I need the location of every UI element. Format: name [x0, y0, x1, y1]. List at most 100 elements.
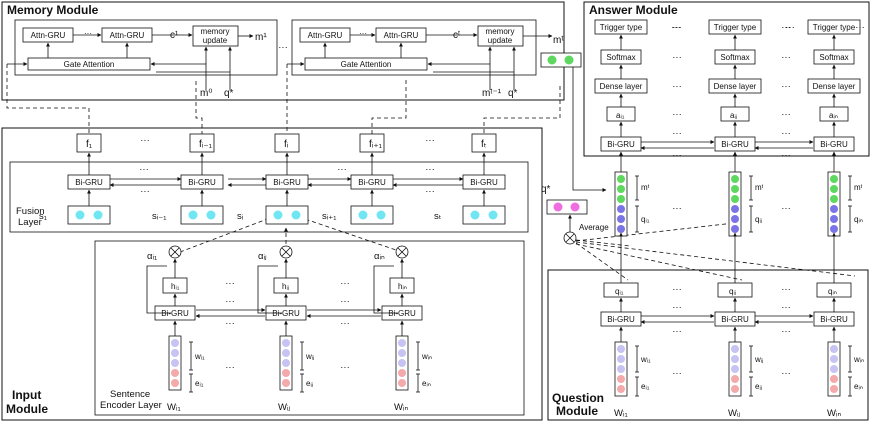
- fact-label: fₜ: [481, 139, 487, 150]
- fusion-columns: f₁Bi-GRUs₁fᵢ₋₁Bi-GRUsᵢ₋₁fᵢBi-GRUsᵢfᵢ₊₁Bi…: [39, 133, 506, 225]
- ellipsis: ···: [672, 326, 682, 337]
- bi-gru-block-label: Bi-GRU: [388, 309, 416, 318]
- question-word-vector-dot: [617, 365, 625, 373]
- ellipsis: ···: [425, 164, 435, 175]
- word-label: Wᵢⱼ: [278, 402, 290, 413]
- ellipsis: ···: [425, 135, 435, 146]
- fact-label: fᵢ₋₁: [199, 139, 213, 150]
- ellipsis: ···: [781, 81, 791, 92]
- memory-episode-t: Attn-GRU ··· Attn-GRU memory update cᵗ G…: [287, 19, 537, 99]
- memory-question-vector-dot: [830, 175, 838, 183]
- ellipsis: ···: [781, 326, 791, 337]
- question-word-vector-dot: [830, 345, 838, 353]
- sentence-vector-dot: [75, 210, 85, 220]
- ellipsis: ···: [781, 22, 791, 33]
- question-word-vector-dot: [617, 355, 625, 363]
- softmax-block-label: Softmax: [606, 53, 635, 62]
- ellipsis: ···: [672, 150, 682, 161]
- entity-embedding-label: eᵢₙ: [422, 379, 431, 388]
- question-hidden-label: qᵢ₁: [615, 287, 624, 296]
- word-embedding-label: wᵢₙ: [853, 355, 864, 364]
- ellipsis: ···: [781, 203, 791, 214]
- entity-embedding-label: eᵢ₁: [195, 379, 204, 388]
- ellipsis: ···: [672, 22, 682, 33]
- memory-label: mᵗ: [755, 183, 764, 192]
- multiply-icon-stroke: [397, 247, 407, 257]
- bi-gru-block-label: Bi-GRU: [820, 140, 848, 149]
- svg-text:q*: q*: [541, 184, 551, 195]
- ellipsis: ···: [425, 186, 435, 197]
- question-module-title: Question: [552, 391, 604, 405]
- memory-question-vector-dot: [731, 185, 739, 193]
- ellipsis: ···: [337, 164, 347, 175]
- dense-layer-block-label: Dense layer: [714, 82, 757, 91]
- attention-weight-label: αᵢ₁: [147, 251, 157, 262]
- question-word-vector-dot: [830, 365, 838, 373]
- sentence-label: sᵢ₋₁: [152, 211, 166, 222]
- svg-text:···: ···: [278, 42, 288, 53]
- sentence-vector-dot: [188, 210, 198, 220]
- word-vector-dot: [282, 339, 290, 347]
- sentence-encoder-columns: αᵢ₁hᵢ₁Bi-GRUwᵢ₁eᵢ₁Wᵢ₁αᵢⱼhᵢⱼBi-GRUwᵢⱼeᵢⱼW…: [146, 245, 432, 413]
- sentence-vector: [265, 205, 309, 225]
- svg-text:···: ···: [84, 29, 92, 38]
- residual-arrow: [257, 265, 282, 314]
- fusion-layer-label: Fusion: [16, 206, 45, 217]
- ellipsis: ···: [671, 22, 681, 33]
- question-label: qᵢⱼ: [755, 215, 762, 224]
- word-embedding-label: wᵢ₁: [640, 355, 651, 364]
- svg-text:m⁰: m⁰: [200, 88, 212, 99]
- sentence-encoder-label: Sentence: [110, 389, 150, 400]
- gate-attention-block: Gate Attention: [64, 60, 115, 69]
- trigger-type-block: [708, 19, 762, 35]
- memory-question-vector-dot: [830, 195, 838, 203]
- memory-question-vector-dot: [830, 225, 838, 233]
- dense-layer-block-label: Dense layer: [813, 82, 856, 91]
- memory-update-block: memory: [201, 27, 230, 36]
- ellipsis: ···: [140, 135, 150, 146]
- memory-question-vector-dot: [617, 175, 625, 183]
- sentence-label: sₜ: [434, 211, 442, 222]
- attention-weight-label: αᵢₙ: [374, 251, 385, 262]
- question-module: Question Module: [547, 269, 869, 421]
- ellipsis: ···: [781, 368, 791, 379]
- memory-question-vector-dot: [731, 175, 739, 183]
- svg-text:···: ···: [359, 29, 367, 38]
- bi-gru-block-label: Bi-GRU: [607, 315, 635, 324]
- ellipsis: ···: [225, 362, 235, 373]
- question-average: q* Average: [541, 184, 609, 245]
- answer-vector-label: aᵢⱼ: [730, 111, 737, 120]
- ellipsis: ···: [672, 284, 682, 295]
- question-word-vector-dot: [731, 385, 739, 393]
- memory-module: Memory Module Attn-GRU ··· Attn-GRU memo…: [1, 1, 565, 101]
- word-embedding-label: wᵢⱼ: [305, 352, 314, 361]
- word-vector-dot: [398, 339, 406, 347]
- word-label: Wᵢₙ: [394, 402, 408, 413]
- svg-text:update: update: [203, 36, 228, 45]
- fact-label: f₁: [86, 139, 93, 150]
- fact-label: fᵢ₊₁: [369, 139, 383, 150]
- fact-label: fᵢ: [284, 139, 289, 150]
- svg-text:Module: Module: [6, 402, 48, 416]
- dashed-connectors: [6, 64, 561, 134]
- bi-gru-block-label: Bi-GRU: [272, 309, 300, 318]
- ellipsis: ···: [781, 150, 791, 161]
- trigger-type-block-label: Trigger type: [600, 23, 643, 32]
- ellipsis: ···: [672, 203, 682, 214]
- svg-text:Encoder Layer: Encoder Layer: [100, 400, 162, 411]
- memory-label: mᵗ: [854, 183, 863, 192]
- ellipsis: ···: [855, 22, 865, 33]
- attention-weight-label: αᵢⱼ: [258, 251, 267, 262]
- question-word-vector-dot: [830, 375, 838, 383]
- entity-embedding-label: eᵢⱼ: [306, 379, 313, 388]
- fact-vector: [359, 133, 385, 153]
- answer-module-title: Answer Module: [589, 3, 678, 17]
- svg-text:m¹: m¹: [255, 32, 267, 43]
- word-vector-dot: [171, 379, 179, 387]
- word-vector-dot: [282, 359, 290, 367]
- fact-vector: [274, 133, 300, 153]
- question-label: qᵢₙ: [854, 215, 863, 224]
